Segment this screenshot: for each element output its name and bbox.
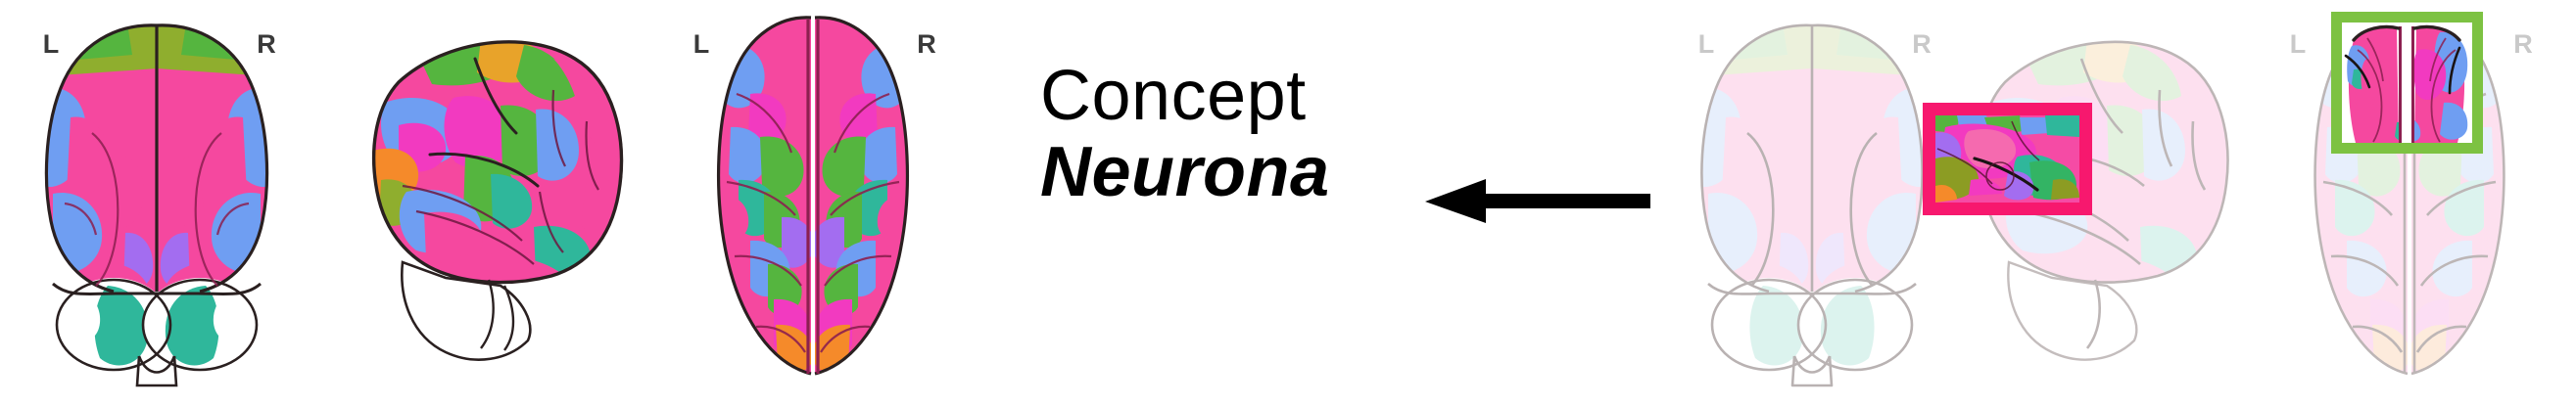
hemisphere-label-left: L (1698, 29, 1715, 59)
magenta-roi-box[interactable] (1923, 103, 2092, 215)
hemisphere-label-right: R (1912, 29, 1932, 59)
brain-lateral-sagittal-full (309, 0, 642, 407)
hemisphere-label-right: R (257, 29, 276, 59)
arrow-glyph (1425, 179, 1650, 223)
coronal-activation-art (44, 23, 269, 387)
magenta-roi-content (1935, 115, 2079, 203)
hemisphere-label-left: L (693, 29, 710, 59)
concept-name: Neurona (1040, 133, 1330, 211)
concept-word: Concept (1040, 57, 1307, 135)
sagittal-activation-art (371, 40, 624, 361)
concept-label-block: Concept Neurona (1040, 59, 1432, 211)
green-roi-box[interactable] (2331, 12, 2483, 154)
hemisphere-label-right: R (2513, 29, 2533, 59)
left-pointing-arrow (1425, 172, 1650, 231)
hemisphere-label-left: L (2290, 29, 2307, 59)
hemisphere-label-left: L (43, 29, 60, 59)
hemisphere-label-right: R (917, 29, 936, 59)
brain-posterior-coronal-faded: L R (1665, 0, 1959, 407)
brain-axial-top-full: L R (666, 0, 960, 407)
brain-posterior-coronal-full: L R (10, 0, 304, 407)
axial-activation-art (717, 16, 909, 376)
green-roi-content (2342, 23, 2472, 143)
